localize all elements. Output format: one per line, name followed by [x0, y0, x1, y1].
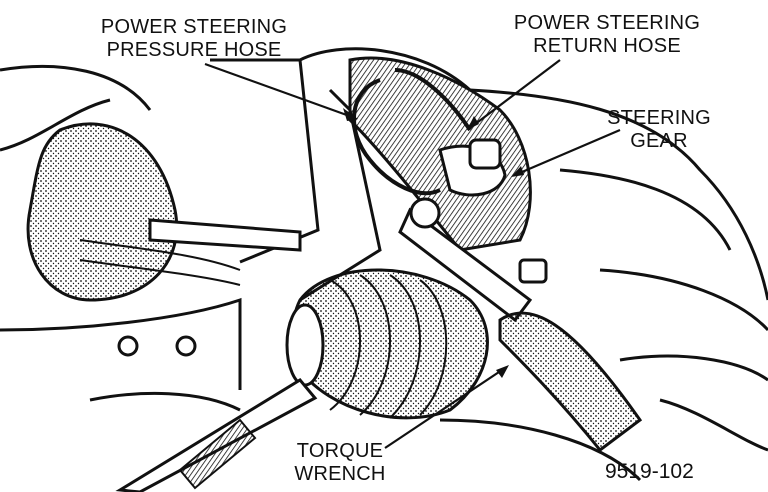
pressure-hose-line: [352, 68, 472, 196]
label-torque-wrench-line-2: WRENCH: [294, 463, 386, 485]
tie-rod: [398, 197, 643, 453]
leader-pressure-hose: [204, 62, 356, 120]
label-return-hose-line-2: RETURN HOSE: [533, 35, 681, 57]
rack-boot: [285, 268, 489, 420]
label-pressure-hose-line-1: POWER STEERING: [100, 16, 288, 38]
wheel-hub: [26, 122, 302, 357]
label-pressure-hose: POWER STEERING PRESSURE HOSE: [96, 16, 292, 62]
label-torque-wrench: TORQUE WRENCH: [278, 440, 402, 486]
label-return-hose: POWER STEERING RETURN HOSE: [512, 12, 702, 58]
leader-lines: [204, 59, 621, 449]
torque-wrench-shaft: [115, 378, 318, 492]
label-steering-gear-line-1: STEERING: [607, 107, 711, 129]
figure-number: 9519-102: [605, 460, 694, 483]
label-steering-gear: STEERING GEAR: [603, 107, 715, 153]
label-pressure-hose-line-2: PRESSURE HOSE: [106, 39, 282, 61]
leader-steering-gear: [514, 128, 621, 177]
leader-return-hose: [469, 59, 561, 129]
label-torque-wrench-line-1: TORQUE: [296, 440, 384, 462]
leader-arrowheads: [343, 108, 524, 378]
label-return-hose-line-1: POWER STEERING: [513, 12, 701, 34]
frame-outline: [0, 47, 768, 482]
leader-torque-wrench: [384, 367, 506, 449]
label-steering-gear-line-2: GEAR: [630, 130, 688, 152]
steering-gear-housing: [348, 56, 532, 252]
